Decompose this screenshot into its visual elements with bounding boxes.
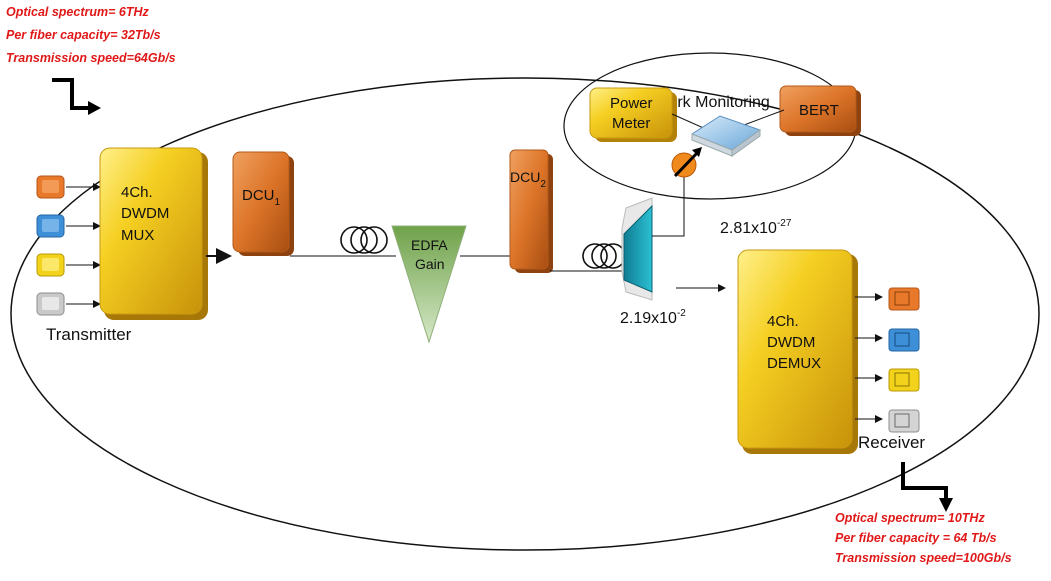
edfa-line1: EDFA (411, 237, 448, 253)
top-bent-arrow (52, 78, 101, 115)
transmitter-label: Transmitter (46, 325, 132, 344)
power-meter-line1: Power (610, 95, 653, 112)
demux-block: 4Ch. DWDM DEMUX (737, 249, 858, 454)
top-capacity-text: Per fiber capacity= 32Tb/s (6, 28, 161, 42)
ber-bottom: 2.19x10-2 (620, 308, 686, 327)
ber-top-exp: -27 (777, 218, 792, 229)
ber-top-base: 2.81x10 (720, 220, 777, 237)
mux-block: 4Ch. DWDM MUX (99, 147, 208, 320)
mux-line3: MUX (121, 227, 154, 244)
tx-gray-cube (36, 292, 65, 316)
top-spectrum-text: Optical spectrum= 6THz (6, 5, 149, 19)
tx-yellow-cube (36, 253, 65, 277)
edfa-line2: Gain (415, 256, 445, 272)
rx-blue-cube (888, 328, 920, 352)
network-boundary-ellipse (10, 77, 1040, 551)
fiber-spool-1-icon (340, 226, 388, 254)
dcu2-base: DCU (510, 169, 540, 185)
ber-bottom-base: 2.19x10 (620, 310, 677, 327)
attenuator-icon (671, 147, 702, 178)
bottom-bent-arrow (901, 462, 953, 512)
top-specs: Optical spectrum= 6THz Per fiber capacit… (6, 5, 176, 65)
rx-gray-cube (888, 409, 920, 433)
mux-line1: 4Ch. (121, 184, 153, 201)
tx-orange-cube (36, 175, 65, 199)
power-meter-line2: Meter (612, 115, 650, 132)
dcu1-sub: 1 (275, 197, 281, 208)
ber-bottom-exp: -2 (677, 308, 686, 319)
dcu1-block: DCU1 (232, 151, 294, 256)
ber-top: 2.81x10-27 (720, 218, 792, 237)
demux-line3: DEMUX (767, 355, 821, 372)
fiber-spool-2-icon (582, 243, 626, 269)
power-meter-block: Power Meter (589, 87, 677, 142)
network-monitoring-group: Network Monitoring Power Meter BERT (563, 52, 861, 200)
bottom-capacity-text: Per fiber capacity = 64 Tb/s (835, 531, 997, 545)
optical-filter (621, 197, 653, 301)
bottom-spectrum-text: Optical spectrum= 10THz (835, 511, 985, 525)
tx-blue-cube (36, 214, 65, 238)
dcu1-base: DCU (242, 187, 275, 204)
bottom-speed-text: Transmission speed=100Gb/s (835, 551, 1012, 565)
dcu2-sub: 2 (540, 179, 546, 190)
dcu2-block: DCU2 (509, 149, 553, 273)
mux-line2: DWDM (121, 205, 169, 222)
dcu1-label: DCU1 (242, 187, 281, 208)
bert-block: BERT (779, 85, 861, 136)
rx-yellow-cube (888, 368, 920, 392)
rx-orange-cube (888, 287, 920, 311)
dcu2-label: DCU2 (510, 169, 546, 190)
demux-line1: 4Ch. (767, 313, 799, 330)
edfa-amplifier: EDFA Gain (391, 225, 467, 344)
top-speed-text: Transmission speed=64Gb/s (6, 51, 176, 65)
receiver-cubes (855, 287, 920, 433)
optical-splitter-icon (690, 115, 762, 157)
fiber-span-2 (550, 243, 626, 272)
transmitter-cubes (36, 175, 101, 316)
filter-to-monitor-line (652, 170, 685, 237)
receiver-label: Receiver (858, 433, 925, 452)
fiber-span-1 (290, 226, 396, 257)
bottom-specs: Optical spectrum= 10THz Per fiber capaci… (835, 511, 1012, 565)
bert-label: BERT (799, 102, 839, 119)
demux-line2: DWDM (767, 334, 815, 351)
